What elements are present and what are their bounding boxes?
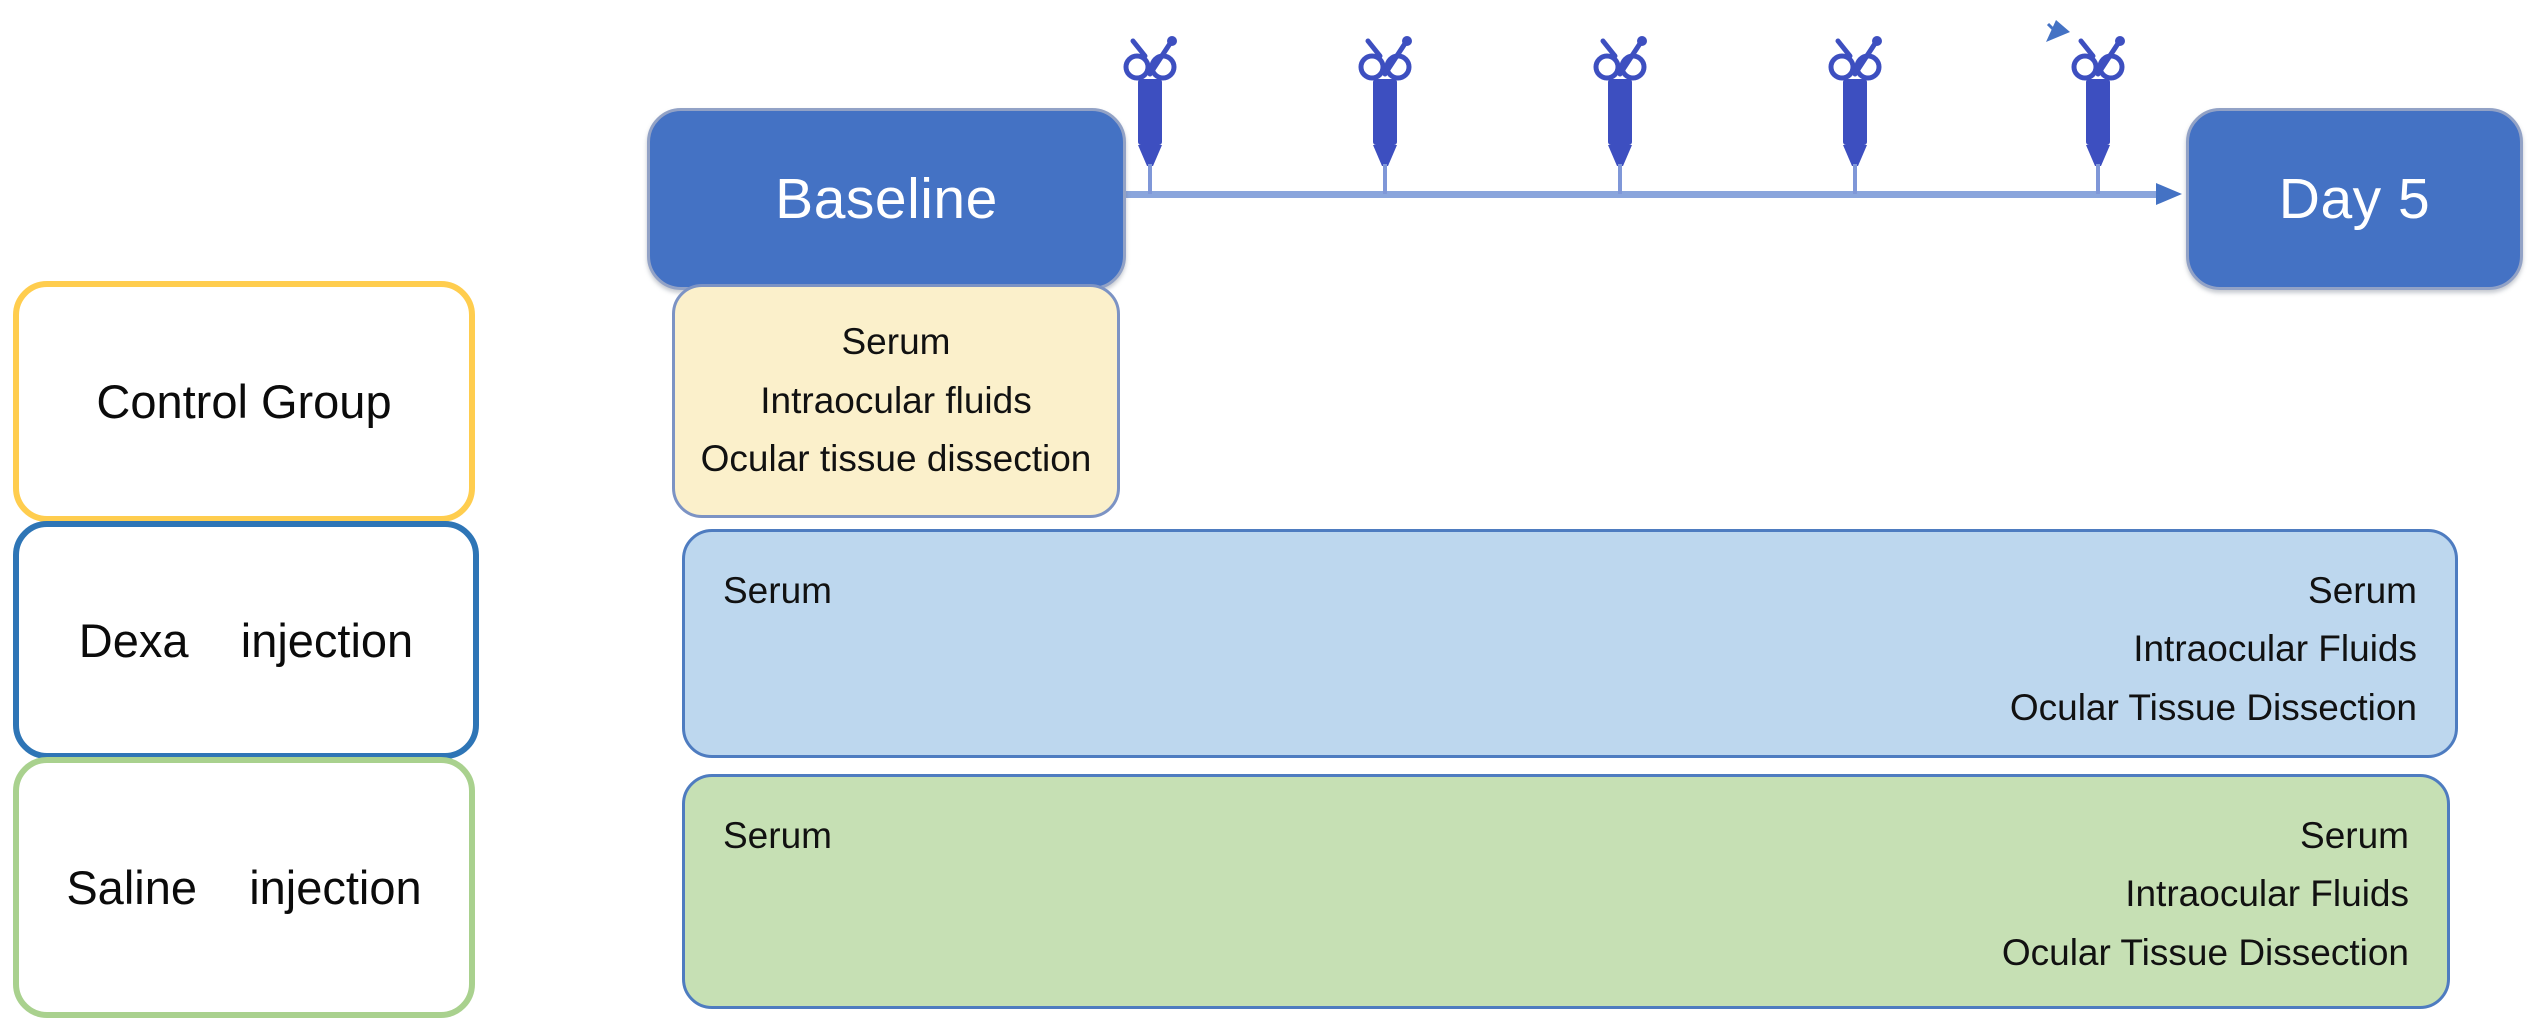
- baseline-node: Baseline: [647, 108, 1126, 290]
- dexa-group-label: Dexa injection: [78, 613, 414, 667]
- syringe-icon: [1828, 36, 1882, 194]
- sample-line: Ocular Tissue Dissection: [2001, 931, 2409, 973]
- control-group-label: Control Group: [96, 375, 392, 428]
- sample-line: Intraocular fluids: [760, 379, 1032, 421]
- saline-baseline-sample-text: Serum: [723, 815, 832, 856]
- sample-line: Serum: [2300, 815, 2409, 856]
- timeline-arrowhead-icon: [2156, 183, 2182, 205]
- sample-line: Intraocular Fluids: [2133, 628, 2417, 670]
- day5-label: Day 5: [2278, 167, 2431, 231]
- syringe-icon: [1123, 36, 1177, 194]
- saline-group-box: Saline injection: [13, 757, 475, 1018]
- dexa-day5-samples-text: Serum Intraocular Fluids Ocular Tissue D…: [2010, 562, 2417, 737]
- control-baseline-samples-text: Serum Intraocular fluids Ocular tissue d…: [701, 313, 1092, 488]
- day5-node: Day 5: [2186, 108, 2523, 290]
- sample-line: Intraocular Fluids: [2125, 873, 2409, 915]
- timeline-line: [1122, 191, 2162, 198]
- sample-line: Ocular tissue dissection: [700, 438, 1092, 480]
- saline-group-label: Saline injection: [66, 861, 422, 914]
- sample-line: Serum: [2308, 570, 2417, 611]
- sample-line: Serum: [841, 321, 951, 363]
- saline-day5-samples-text: Serum Intraocular Fluids Ocular Tissue D…: [2002, 807, 2409, 982]
- sample-line: Ocular Tissue Dissection: [2009, 686, 2417, 728]
- dexa-samples-box: Serum Serum Intraocular Fluids Ocular Ti…: [682, 529, 2458, 758]
- saline-samples-box: Serum Serum Intraocular Fluids Ocular Ti…: [682, 774, 2450, 1009]
- syringe-icon: [1593, 36, 1647, 194]
- control-baseline-samples-box: Serum Intraocular fluids Ocular tissue d…: [672, 284, 1120, 518]
- dexa-baseline-sample-text: Serum: [723, 570, 832, 611]
- cursor-arrow-icon: [2046, 20, 2070, 42]
- control-group-box: Control Group: [13, 281, 475, 522]
- dexa-group-box: Dexa injection: [13, 521, 479, 759]
- baseline-label: Baseline: [775, 167, 998, 231]
- syringe-icon: [2071, 36, 2125, 194]
- syringe-icon: [1358, 36, 1412, 194]
